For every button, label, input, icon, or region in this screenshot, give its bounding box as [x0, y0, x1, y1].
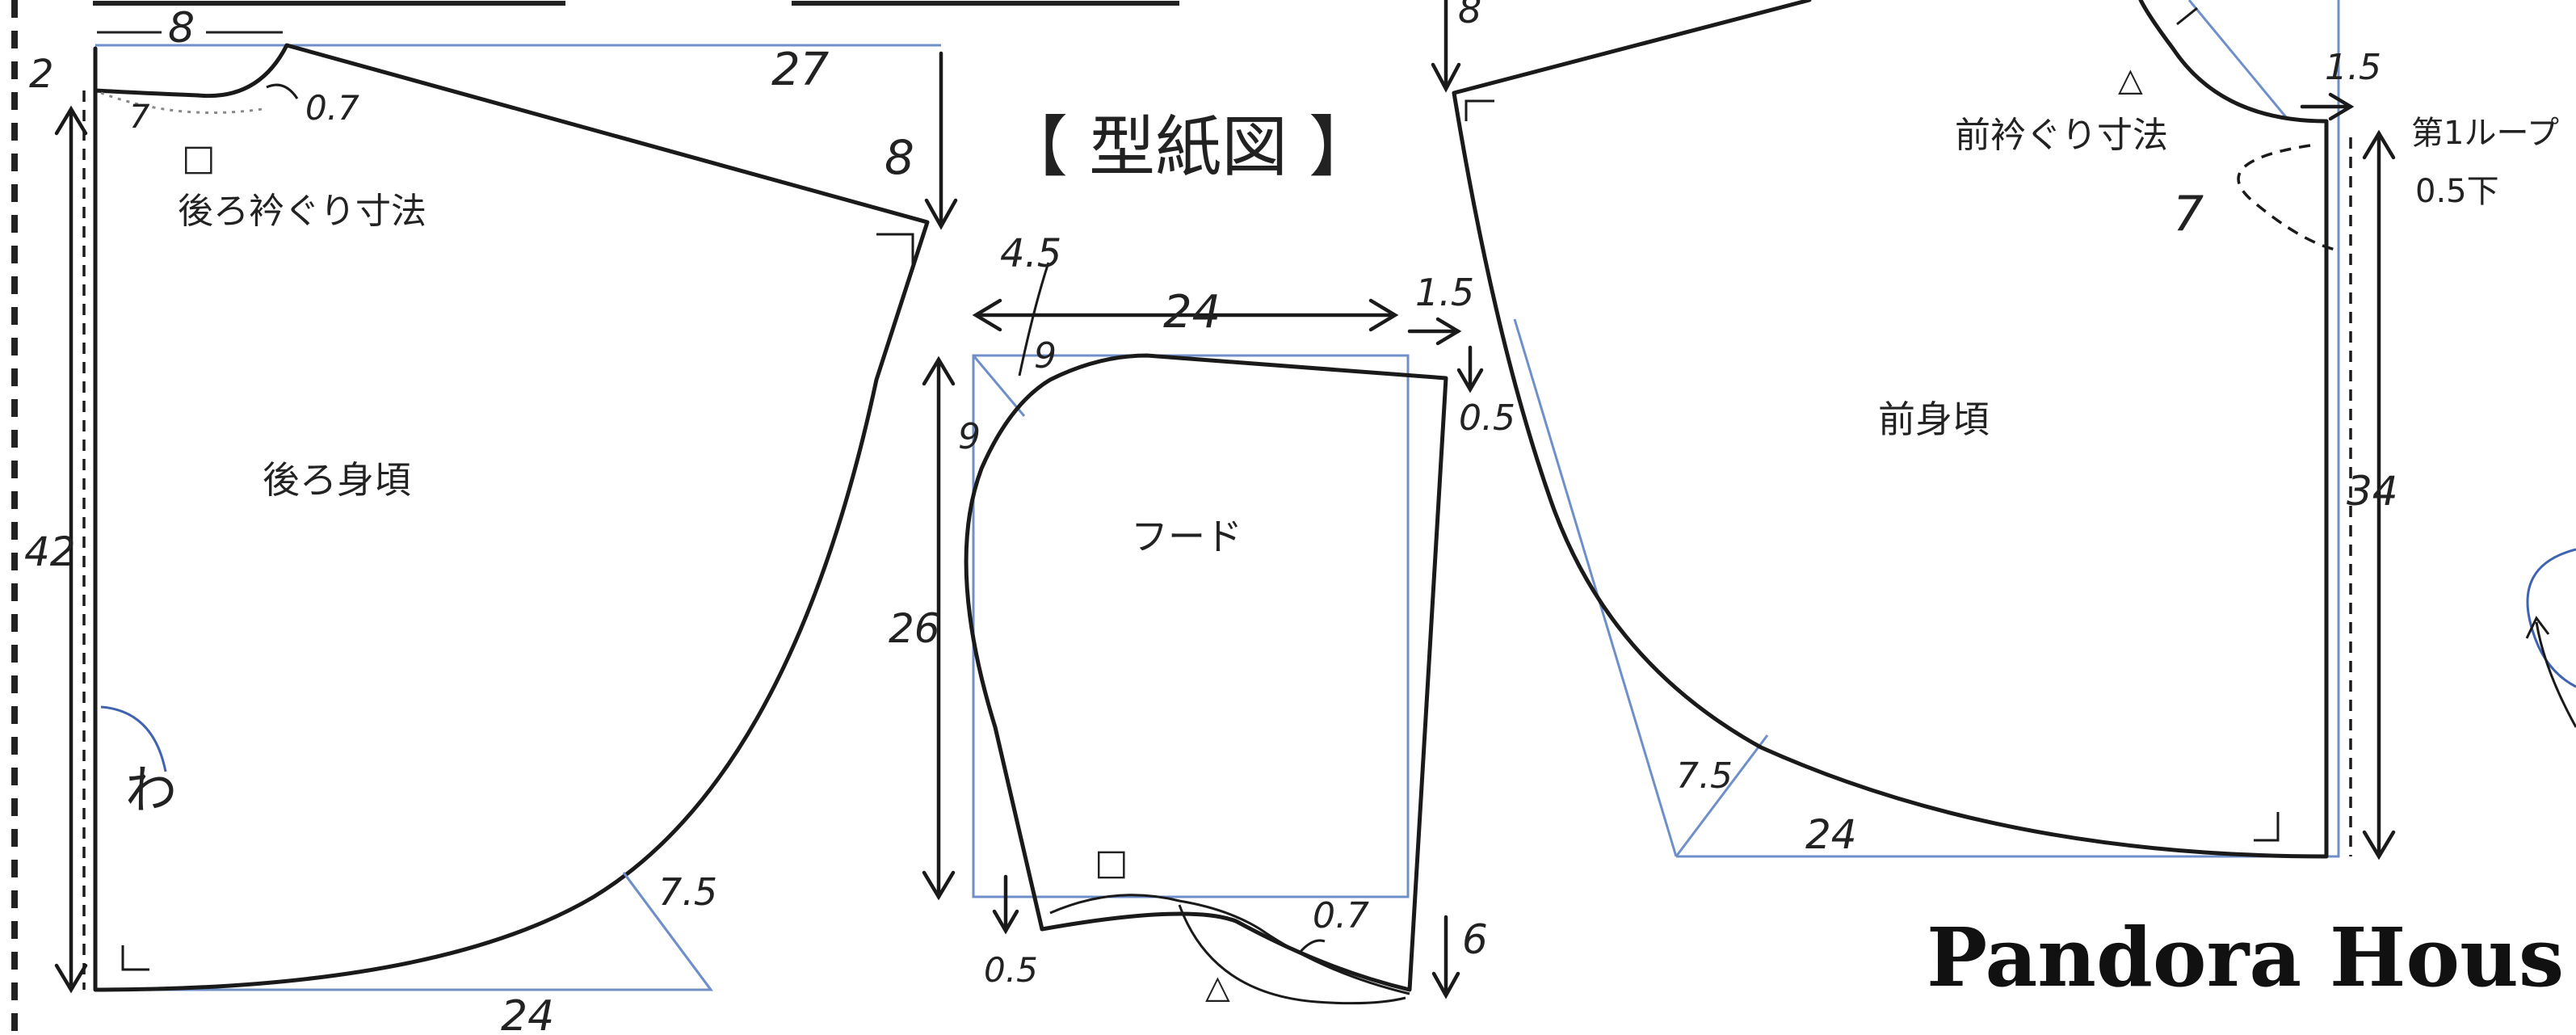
- hood-square-symbol: □: [1095, 842, 1128, 883]
- hood-width-head-left: [972, 298, 1002, 332]
- hood-extend-head: [1435, 317, 1462, 346]
- front-bodice: [1431, 0, 2576, 860]
- right-partial-curve: [2526, 548, 2576, 688]
- back-corner-mark: [876, 233, 914, 267]
- back-neck-width-dim: 8: [168, 4, 195, 53]
- hood-bl-dim: 0.5: [984, 950, 1038, 990]
- hood-piece: [922, 262, 1484, 1005]
- back-hem-corner: [121, 945, 149, 971]
- hood-offset-dim: 0.7: [1313, 895, 1369, 936]
- front-length-head-bottom: [2362, 830, 2396, 860]
- front-guide-hem: [1676, 0, 2340, 858]
- front-neck-tick: [2176, 6, 2198, 26]
- back-bodice: [54, 43, 958, 994]
- back-neck-dots: [100, 91, 263, 114]
- back-shoulder-drop-head: [924, 198, 958, 230]
- back-neck-offset-tick: [266, 83, 299, 99]
- brand-text: Pandora Hous: [1927, 910, 2564, 1005]
- front-length-head-top: [2362, 129, 2396, 160]
- back-neck-small-dim: 7: [129, 99, 150, 136]
- hood-outline: [964, 353, 1448, 992]
- fold-mark: わ: [125, 761, 177, 821]
- front-triangle-symbol: △: [2118, 61, 2143, 99]
- pattern-title: 【 型紙図 】: [1002, 109, 1375, 186]
- back-neck-depth-dim: 2: [29, 52, 54, 97]
- back-bodice-outline: [93, 43, 930, 992]
- back-shoulder-dim: 27: [771, 44, 830, 96]
- front-corner-mark: [1464, 99, 1494, 121]
- hood-guide-diag: [972, 355, 1026, 417]
- front-hem-dim: 24: [1805, 811, 1857, 858]
- hood-corner-a-dim: 9: [1034, 335, 1057, 377]
- front-shoulder-drop-head: [1431, 62, 1461, 93]
- front-length-dim: 34: [2347, 468, 2398, 515]
- hood-triangle-symbol: △: [1205, 969, 1230, 1006]
- hood-offset-tick: [1297, 939, 1326, 954]
- front-bodice-outline: [1452, 0, 2329, 859]
- fold-arc: [100, 705, 167, 772]
- hood-br-dim: 6: [1462, 916, 1488, 963]
- front-loop-curve: [2237, 144, 2339, 252]
- hood-seam-curve: [1049, 894, 1410, 995]
- back-length-arrow-head-bottom: [54, 963, 88, 994]
- back-hem-dim: 24: [501, 992, 554, 1035]
- back-curve-dim: 7.5: [658, 870, 717, 914]
- hood-seam-curve-2: [1178, 904, 1406, 1005]
- front-neck-label: 前衿ぐり寸法: [1955, 115, 2168, 156]
- hood-extend-dim: 1.5: [1415, 271, 1474, 314]
- back-length-dim: 42: [24, 528, 76, 575]
- back-square-symbol: □: [182, 137, 216, 179]
- hood-width-dim: 24: [1163, 286, 1221, 339]
- loop-note-line2: 0.5下: [2415, 173, 2499, 210]
- front-loop-spacing-dim: 7: [2173, 186, 2204, 242]
- front-neck-guide: [2187, 0, 2288, 118]
- front-shoulder-drop-dim: 8: [1458, 0, 1481, 32]
- loop-note-line1: 第1ループ: [2411, 115, 2559, 152]
- back-length-arrow-head-top: [54, 105, 88, 136]
- front-bodice-name: 前身頃: [1878, 398, 1990, 441]
- hood-guide-rect: [972, 354, 1410, 898]
- hood-drop-dim: 0.5: [1459, 398, 1515, 439]
- hood-corner-b-dim: 9: [958, 416, 981, 457]
- hood-top-corner-dim: 4.5: [1000, 231, 1061, 276]
- hood-height-dim: 26: [889, 605, 940, 652]
- hood-name: フード: [1131, 515, 1242, 558]
- hood-height-head-top: [922, 356, 956, 386]
- back-shoulder-drop-dim: 8: [885, 130, 914, 185]
- hood-height-head-bottom: [922, 870, 956, 901]
- front-curve-diag: [1675, 734, 1769, 857]
- front-hem-corner: [2254, 812, 2280, 842]
- back-neck-label: 後ろ衿ぐり寸法: [178, 191, 427, 232]
- front-neck-extend-dim: 1.5: [2325, 47, 2381, 88]
- back-neck-offset-dim: 0.7: [305, 88, 359, 128]
- back-guide-hem: [95, 872, 713, 991]
- back-curve-diag: [622, 872, 712, 991]
- hood-corner-tick: [1018, 262, 1050, 377]
- hood-width-head-right: [1368, 298, 1399, 332]
- back-bodice-name: 後ろ身頃: [263, 458, 411, 502]
- front-neck-extend-head: [2328, 92, 2355, 121]
- hood-br-head: [1431, 971, 1460, 999]
- front-curve-dim: 7.5: [1676, 755, 1733, 797]
- right-partial-arrow: [2525, 616, 2576, 728]
- hood-drop-head: [1456, 368, 1484, 393]
- front-guide-curve: [1513, 318, 1678, 857]
- hood-bl-head: [992, 909, 1019, 935]
